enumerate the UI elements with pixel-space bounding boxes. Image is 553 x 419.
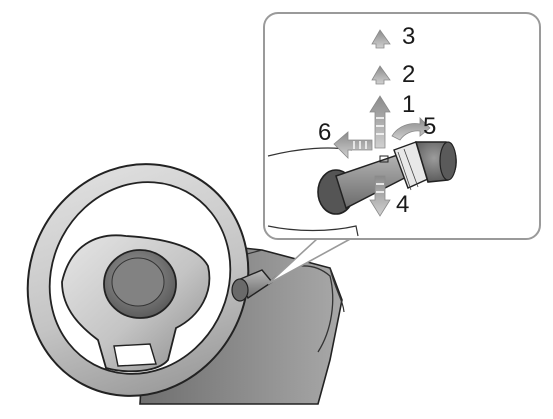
arrow-pos4	[369, 175, 391, 217]
inset-lever	[317, 141, 457, 215]
steering-wheel	[26, 163, 250, 397]
position-label-2: 2	[402, 61, 415, 88]
arrow-pos1	[369, 95, 391, 149]
position-label-6: 6	[318, 119, 331, 146]
position-label-4: 4	[396, 191, 409, 218]
lever-stub	[231, 269, 274, 302]
position-label-5: 5	[423, 113, 436, 140]
position-label-1: 1	[402, 91, 415, 118]
arrow-pos5	[391, 117, 431, 141]
position-label-3: 3	[402, 23, 415, 50]
arrow-pos2	[371, 65, 391, 85]
arrow-pos3	[371, 29, 391, 49]
arrow-pos6	[333, 131, 373, 159]
